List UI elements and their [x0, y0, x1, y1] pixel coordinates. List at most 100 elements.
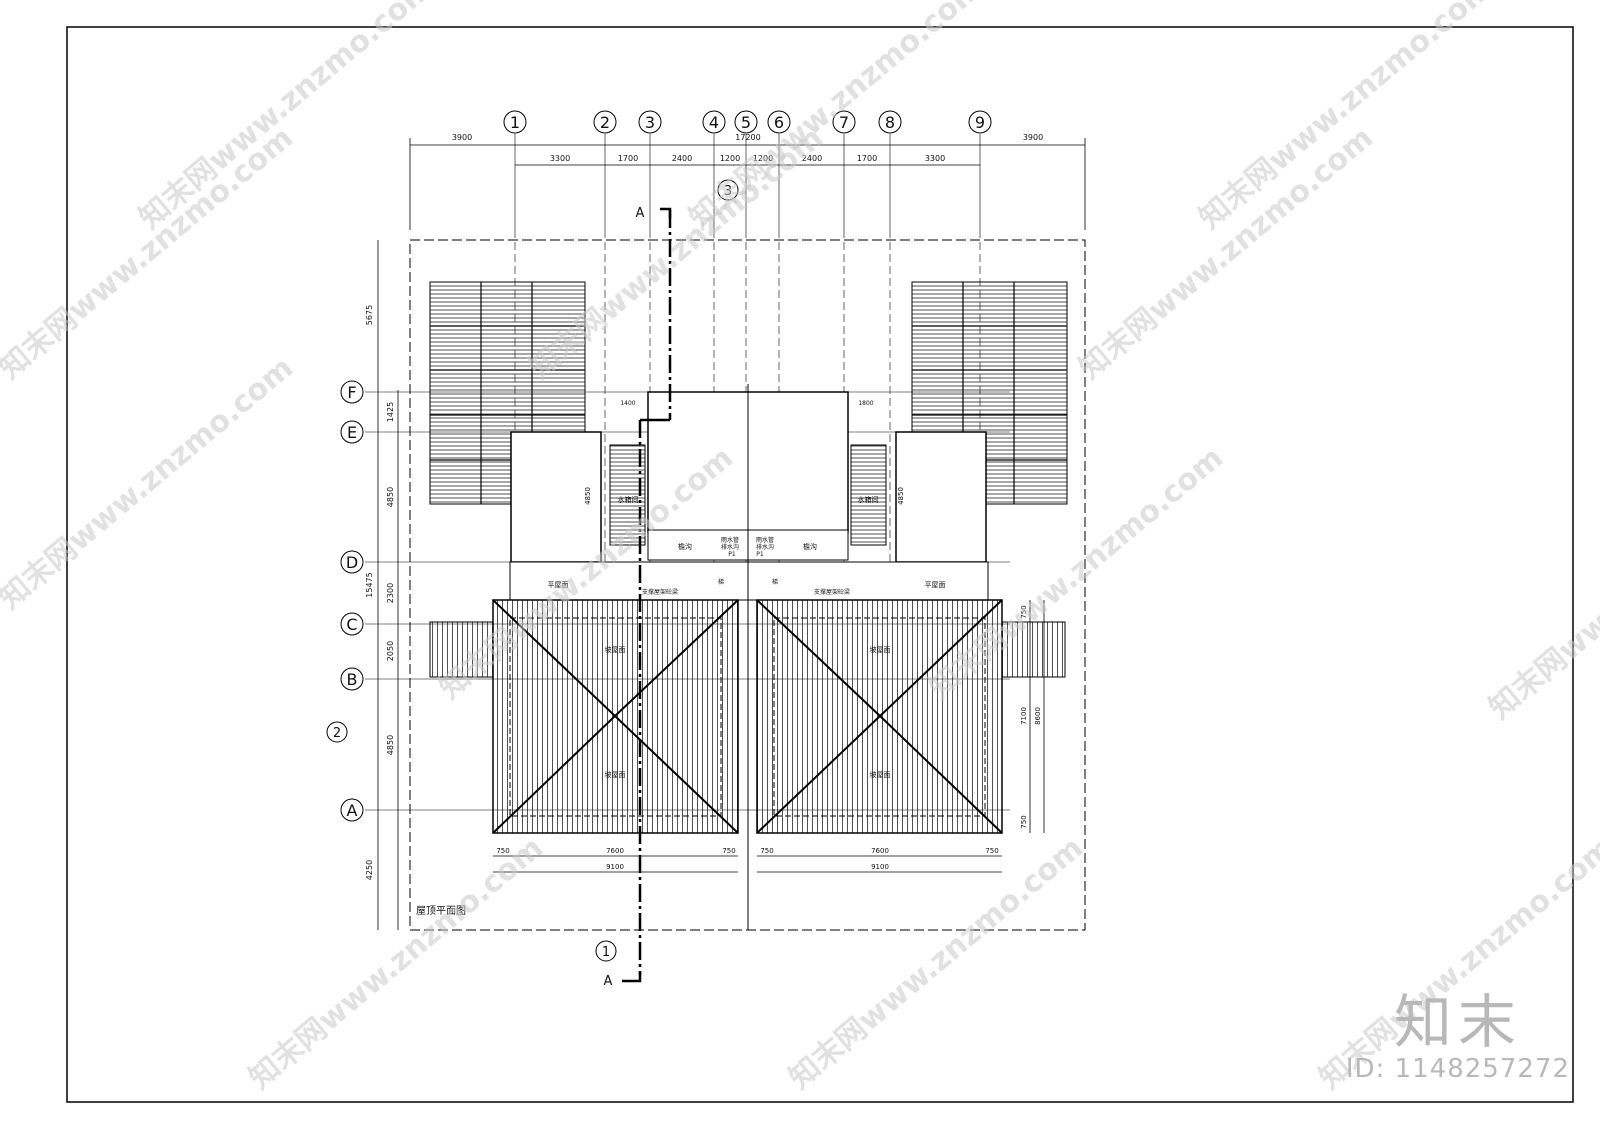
section-mark-bottom: A: [604, 974, 613, 989]
axis-label-9: 9: [975, 113, 985, 132]
label-roof-slope: 坡屋面: [605, 645, 626, 654]
label-downpipe: 雨水管: [756, 536, 774, 544]
axis-bubble-E: [340, 420, 364, 444]
brand-logo-text: 知末: [1393, 988, 1522, 1056]
label-roof-slope: 坡屋面: [870, 645, 891, 654]
axis-label-3: 3: [645, 113, 655, 132]
watermark-text: 知末网www.znzmo.com: [243, 830, 550, 1096]
axis-label-D: D: [346, 553, 358, 572]
axis-label-7: 7: [839, 113, 849, 132]
dim-right: 750: [1020, 815, 1028, 828]
dim-bottom-right: 9100: [871, 863, 889, 871]
axis-bubble-B: [340, 667, 364, 691]
label-flat-roof: 平屋面: [925, 581, 946, 589]
dim-bottom-left: 750: [722, 847, 735, 855]
note-right: 支撑屋架砼梁: [814, 588, 850, 596]
label-roof-slope: 坡屋面: [870, 770, 891, 779]
dim-left-inner: 2050: [386, 641, 395, 661]
index-label-3: 3: [724, 184, 732, 199]
label-drain: 排水沟: [721, 543, 739, 551]
dim-left-inner: 4850: [386, 487, 395, 507]
index-label-1: 1: [602, 945, 610, 960]
stair-block-right: [895, 431, 987, 563]
index-label-2: 2: [333, 726, 341, 741]
axis-label-5: 5: [741, 113, 751, 132]
label-gutter: 檐沟: [678, 542, 692, 551]
right-dimension-group: [1029, 600, 1045, 833]
axis-bubble-4: [702, 110, 726, 134]
dim-left-inner: 1425: [386, 402, 395, 422]
axis-label-F: F: [347, 383, 356, 402]
label-water-tank: 水箱间: [618, 495, 639, 504]
axis-bubble-1: [503, 110, 527, 134]
axis-bubble-F: [340, 380, 364, 404]
label-stair: 梯: [718, 578, 724, 586]
section-mark-top: A: [636, 206, 645, 221]
index-marks: 3 2 1: [326, 179, 739, 962]
label-roof-slope: 坡屋面: [605, 770, 626, 779]
dim-top-outer: 17200: [735, 133, 760, 142]
hip-roof-left: [492, 599, 739, 834]
brand-id-text: ID: 1148257272: [1345, 1054, 1570, 1084]
index-bubble-3: [717, 179, 739, 201]
axis-bubble-C: [340, 612, 364, 636]
dim-top-outer: 3900: [1023, 133, 1043, 142]
dim-top-inner: 3300: [925, 154, 945, 163]
watermark-text: 知末网www.znzmo.com: [1193, 0, 1500, 236]
watermark-text: 知末网www.znzmo.com: [783, 830, 1090, 1096]
hip-roof-right: [756, 599, 1003, 834]
dim-bottom-left: 9100: [606, 863, 624, 871]
watermark-text: 知末网www.znzmo.com: [0, 350, 300, 616]
dim-left-inner: 4850: [386, 735, 395, 755]
axis-label-A: A: [347, 801, 358, 820]
sheet-border: [66, 26, 1574, 1103]
axis-label-B: B: [347, 670, 358, 689]
dim-left-outer: 4250: [365, 860, 374, 880]
label-flat-roof: 平屋面: [548, 581, 569, 589]
axis-bubble-A: [340, 798, 364, 822]
dim-top-inner: 3300: [550, 154, 570, 163]
label-gutter: 檐沟: [803, 542, 817, 551]
dim-right: 750: [1020, 605, 1028, 618]
dim-1400: 1400: [620, 400, 635, 407]
dim-left-inner: 2300: [386, 583, 395, 603]
dim-top-inner: 1200: [720, 154, 740, 163]
watermark-text: 知末网www.znzmo.com: [1483, 460, 1600, 726]
axis-label-4: 4: [709, 113, 719, 132]
dim-top-inner: 1700: [857, 154, 877, 163]
axis-label-E: E: [347, 423, 357, 442]
stair-block-left: [510, 431, 602, 563]
dim-right: 8600: [1034, 707, 1042, 725]
axis-bubble-9: [968, 110, 992, 134]
dim-top-inner: 2400: [802, 154, 822, 163]
label-water-tank: 水箱间: [858, 495, 879, 504]
dim-bottom-left: 7600: [606, 847, 624, 855]
axis-bubble-3: [638, 110, 662, 134]
axis-label-C: C: [346, 615, 357, 634]
axis-label-6: 6: [774, 113, 784, 132]
dim-top-inner: 2400: [672, 154, 692, 163]
bottom-dimension-group: [493, 855, 1002, 873]
watermark-text: 知末网www.znzmo.com: [0, 120, 300, 386]
watermark-text: 知末网www.znzmo.com: [1073, 120, 1380, 386]
dim-top-outer: 3900: [452, 133, 472, 142]
axis-label-1: 1: [510, 113, 520, 132]
dim-left-outer: 15475: [365, 572, 374, 597]
axis-bubble-6: [767, 110, 791, 134]
axis-bubble-5: [734, 110, 758, 134]
watermark-text: 知末网www.znzmo.com: [133, 0, 440, 236]
axis-bubble-7: [832, 110, 856, 134]
label-stair: 梯: [772, 578, 778, 586]
dim-left-outer: 5675: [365, 305, 374, 325]
index-bubble-1: [595, 940, 617, 962]
dim-bottom-right: 7600: [871, 847, 889, 855]
dim-1800: 1800: [858, 400, 873, 407]
dim-bottom-right: 750: [760, 847, 773, 855]
dim-stair: 4850: [897, 487, 905, 505]
dim-bottom-left: 750: [496, 847, 509, 855]
index-bubble-2: [326, 721, 348, 743]
axis-label-8: 8: [885, 113, 895, 132]
dim-top-inner: 1700: [618, 154, 638, 163]
